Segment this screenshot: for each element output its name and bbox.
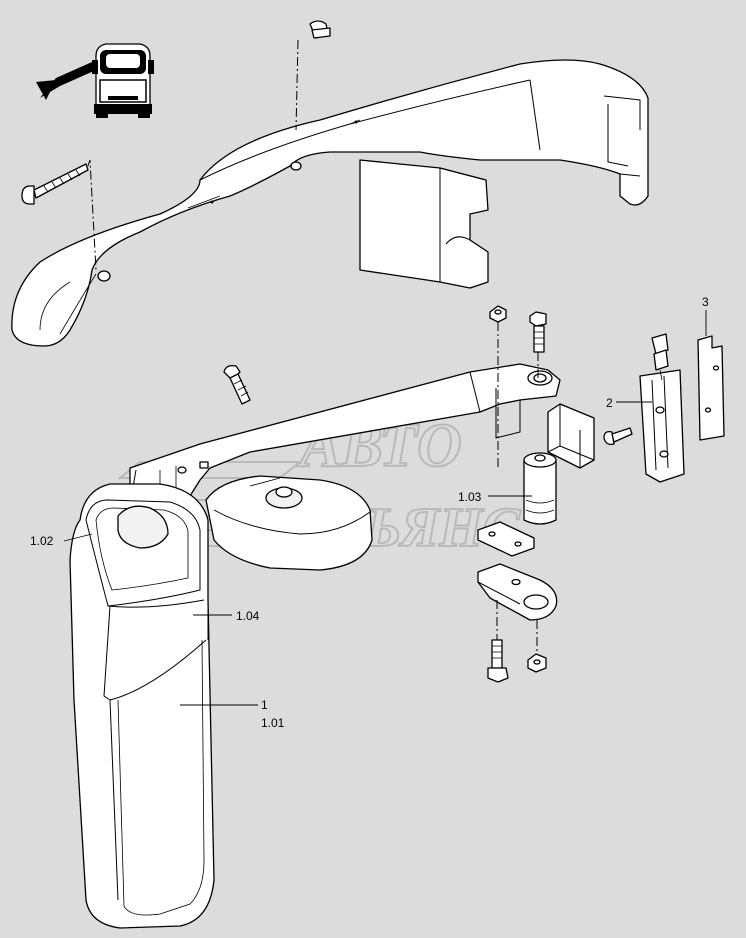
callout-2: 2 xyxy=(606,396,613,410)
hinge-axis xyxy=(496,322,539,654)
mirror-mount-plate xyxy=(205,475,373,571)
callout-labels: 1.02 1.04 1 1.01 1.03 2 3 xyxy=(30,295,709,730)
hinge-bolt-bottom xyxy=(487,639,509,683)
hinge-plate-lower xyxy=(477,563,558,621)
truck-front-icon xyxy=(92,43,154,118)
callout-1: 1 xyxy=(261,698,268,712)
mirror-arm-cover xyxy=(11,59,649,347)
hinge-bolt-top xyxy=(529,311,547,353)
hinge-plate-upper xyxy=(477,521,535,557)
mirror-housing xyxy=(69,483,215,929)
cover-screw xyxy=(21,159,97,271)
part-2-bracket xyxy=(639,333,685,483)
callout-3: 3 xyxy=(702,295,709,309)
hinge-nut-bottom xyxy=(527,653,547,673)
hinge-bracket xyxy=(547,403,595,469)
callout-1-03: 1.03 xyxy=(458,490,482,504)
leader-lines xyxy=(63,310,707,706)
hinge-cylinder xyxy=(523,452,557,525)
bracket-screw xyxy=(603,427,633,446)
callout-1-04: 1.04 xyxy=(236,609,260,623)
part-3-pad xyxy=(697,335,725,441)
cover-clip xyxy=(295,20,331,131)
arm-bolt xyxy=(223,364,251,405)
direction-arrow-icon xyxy=(36,62,96,100)
hinge-nut-top xyxy=(489,305,507,323)
callout-1-02: 1.02 xyxy=(30,534,54,548)
mirror-arm xyxy=(129,363,561,505)
callout-1-01: 1.01 xyxy=(261,716,285,730)
